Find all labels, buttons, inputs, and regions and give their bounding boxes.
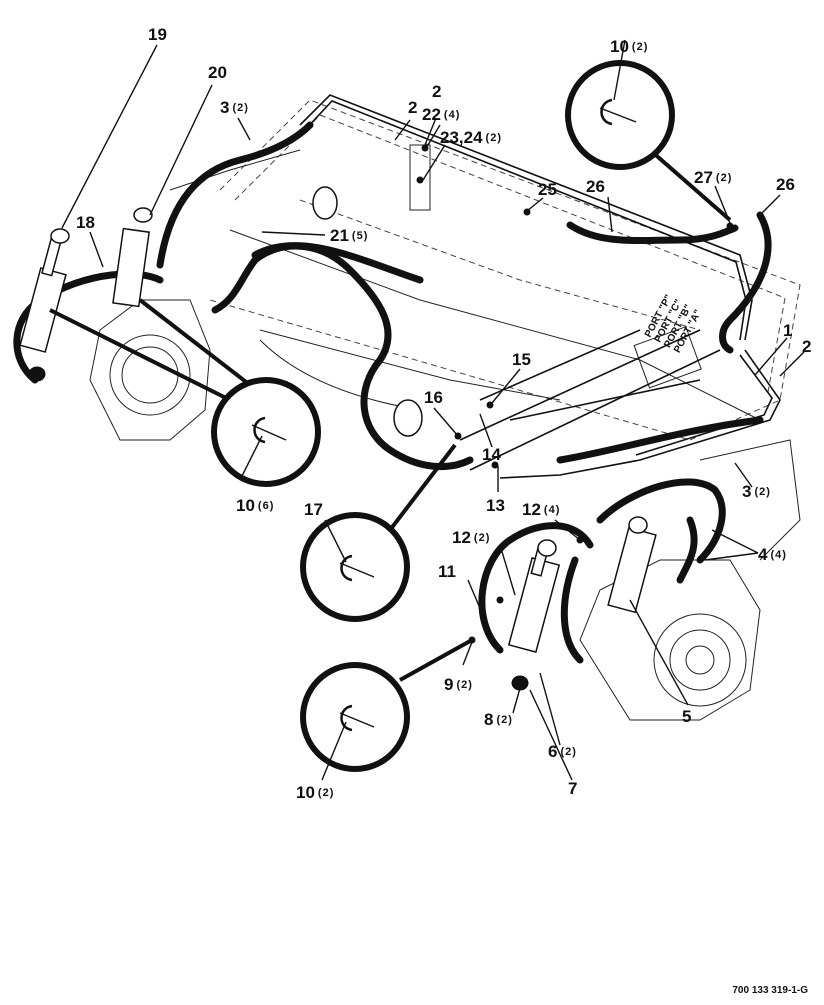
hose-item-3-right bbox=[556, 416, 764, 464]
hose-item-4 bbox=[676, 516, 698, 584]
hose-item-26-right bbox=[719, 211, 772, 354]
cylinder-left-inner bbox=[112, 227, 151, 308]
callout-10-top: 10(2) bbox=[610, 37, 648, 56]
callout-12-lower: 12(2) bbox=[452, 528, 490, 547]
hose-item-26 bbox=[566, 221, 739, 245]
callout-circle-left bbox=[211, 377, 321, 487]
callout-19: 19 bbox=[148, 25, 167, 44]
leader-lines bbox=[61, 44, 805, 781]
callout-5: 5 bbox=[682, 707, 691, 726]
callout-3-right: 3(2) bbox=[742, 482, 771, 501]
callout-1: 1 bbox=[783, 321, 792, 340]
cylinders bbox=[19, 144, 734, 691]
callout-9: 9(2) bbox=[444, 675, 473, 694]
steel-tubes bbox=[299, 94, 781, 479]
callout-14: 14 bbox=[482, 445, 501, 464]
hose-right-lower bbox=[596, 478, 726, 564]
callout-10-left: 10(6) bbox=[236, 496, 274, 515]
callout-11: 11 bbox=[438, 562, 456, 581]
callout-25: 25 bbox=[538, 180, 557, 199]
callout-27: 27(2) bbox=[694, 168, 732, 187]
callout-circle-top-right bbox=[565, 60, 675, 170]
callout-4: 4(4) bbox=[758, 545, 787, 564]
callout-labels: 19 20 3(2) 18 2 2 22(4) 23,24(2) 10(2) 2… bbox=[76, 25, 811, 802]
port-labels: PORT "P" PORT "C" PORT "B" PORT "A" bbox=[643, 293, 704, 355]
hose-left-return bbox=[211, 242, 474, 471]
callout-26-right: 26 bbox=[776, 175, 795, 194]
callout-20: 20 bbox=[208, 63, 227, 82]
callout-7: 7 bbox=[568, 779, 577, 798]
callout-22: 22(4) bbox=[422, 105, 460, 124]
hose-right-cylinder bbox=[560, 556, 584, 664]
callout-18: 18 bbox=[76, 213, 95, 232]
cylinder-right-front bbox=[507, 556, 561, 654]
callout-15: 15 bbox=[512, 350, 531, 369]
callout-6: 6(2) bbox=[548, 742, 577, 761]
machine-frame-outline bbox=[89, 99, 801, 721]
hose-item-11 bbox=[478, 522, 594, 654]
hose-item-3-left bbox=[156, 121, 314, 269]
callout-16: 16 bbox=[424, 388, 443, 407]
callout-circle-bottom bbox=[300, 662, 410, 772]
callout-3-top: 3(2) bbox=[220, 98, 249, 117]
callout-23-24: 23,24(2) bbox=[440, 128, 502, 147]
callout-2-b: 2 bbox=[432, 82, 441, 101]
drawing-number: 700 133 319-1-G bbox=[732, 985, 808, 996]
cylinder-right-rear bbox=[607, 526, 657, 614]
callout-circle-center bbox=[300, 512, 410, 622]
hose-center-loop bbox=[251, 242, 424, 284]
callout-magnifiers bbox=[49, 39, 732, 781]
callout-8: 8(2) bbox=[484, 710, 513, 729]
callout-26-center: 26 bbox=[586, 177, 605, 196]
callout-21: 21(5) bbox=[330, 226, 368, 245]
callout-17: 17 bbox=[304, 500, 323, 519]
callout-13: 13 bbox=[486, 496, 505, 515]
callout-2-a: 2 bbox=[408, 98, 417, 117]
callout-10-bottom: 10(2) bbox=[296, 783, 334, 802]
callout-12-upper: 12(4) bbox=[522, 500, 560, 519]
callout-2-right: 2 bbox=[802, 337, 811, 356]
